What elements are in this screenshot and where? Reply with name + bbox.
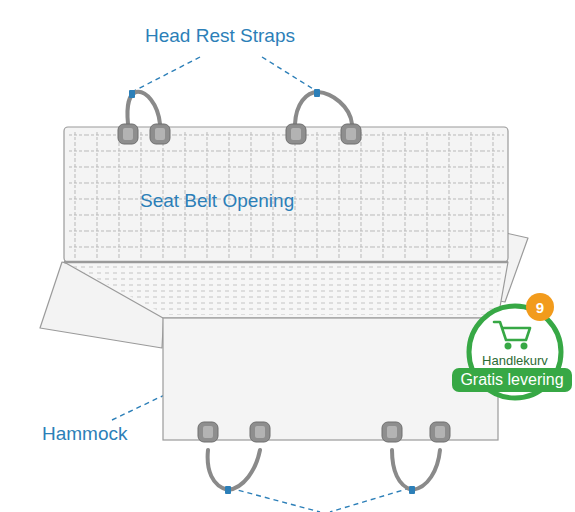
count-badge: 9 [526, 293, 554, 321]
badge-text: 9 [536, 298, 544, 317]
part-label: Hammock [42, 423, 128, 445]
badge-text: Handlekurv [480, 352, 550, 369]
delivery-band: Gratis levering [452, 368, 571, 392]
part-label: Head Rest Straps [145, 25, 295, 47]
part-label: Seat Belt Opening [140, 190, 294, 212]
badge-text: Gratis levering [458, 370, 565, 390]
